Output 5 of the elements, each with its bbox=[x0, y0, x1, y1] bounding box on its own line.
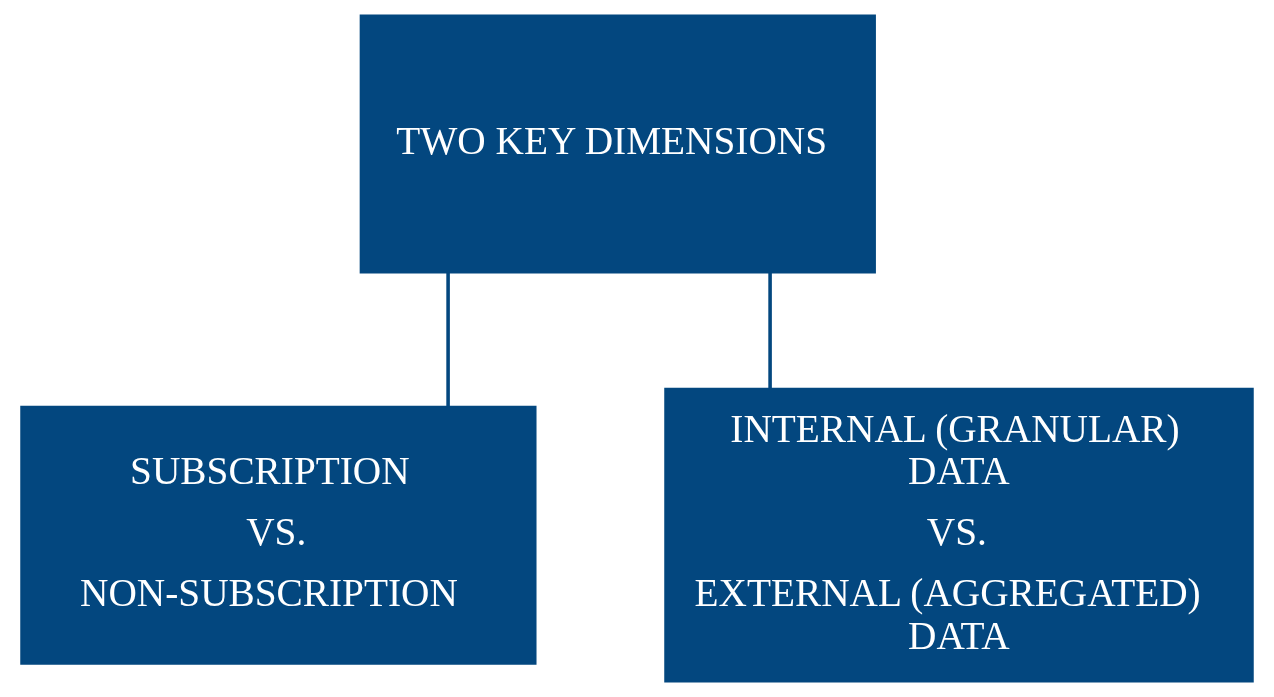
node-box: TWO KEY DIMENSIONS bbox=[359, 14, 876, 274]
node-box: SUBSCRIPTION VS. NON-SUBSCRIPTION bbox=[20, 405, 537, 665]
connector bbox=[446, 272, 450, 407]
connector bbox=[768, 272, 772, 389]
node-box: INTERNAL (GRANULAR) DATA VS. EXTERNAL (AGGREGATED) DATA bbox=[664, 387, 1254, 683]
